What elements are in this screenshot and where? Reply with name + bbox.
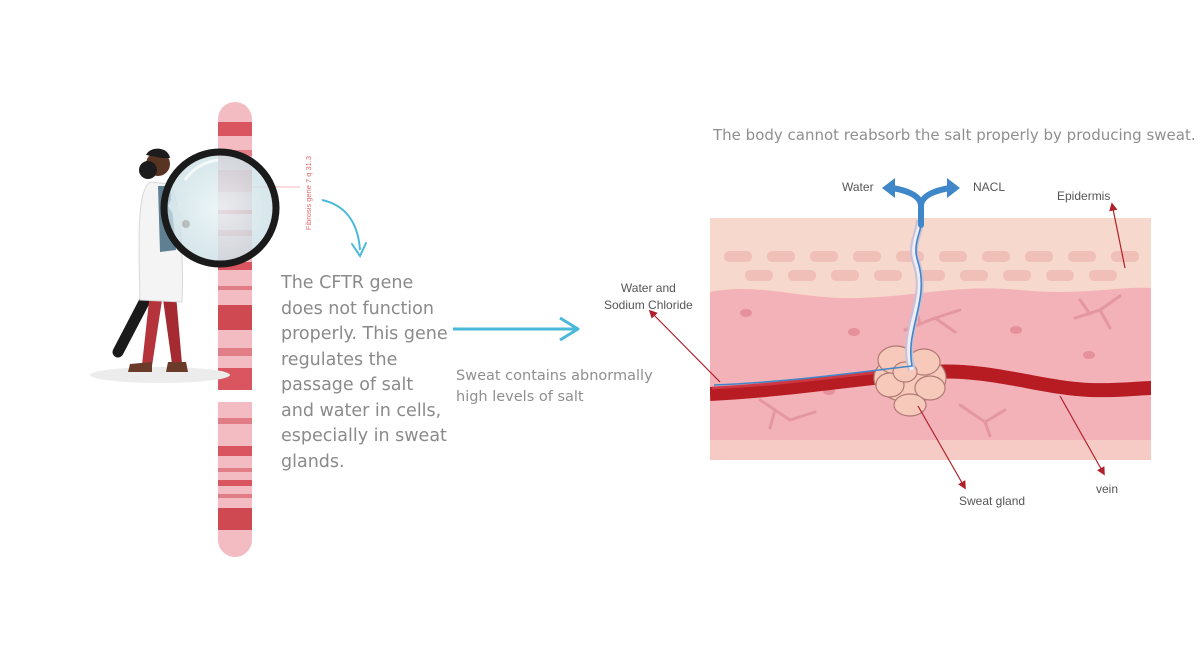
- sodium-chloride-line: Sodium Chloride: [604, 298, 693, 312]
- diagram-headline: The body cannot reabsorb the salt proper…: [713, 126, 1196, 144]
- nacl-label: NACL: [973, 180, 1006, 194]
- right-arrow-icon: [453, 316, 580, 342]
- sweat-gland-label: Sweat gland: [959, 494, 1026, 508]
- epidermis-label: Epidermis: [1057, 189, 1111, 203]
- water-label: Water: [842, 180, 874, 194]
- cftr-gene-description: The CFTR gene does not function properly…: [281, 273, 448, 472]
- scientist-illustration: [90, 148, 280, 383]
- sweat-salt-text: Sweat contains abnormally high levels of…: [456, 368, 653, 405]
- label-pointers: [648, 202, 1126, 490]
- skin-cross-section: [710, 178, 1151, 460]
- outflow-arrows-icon: [889, 185, 953, 228]
- gene-tag-label: Fibrosis gene 7 q 31.3: [304, 156, 313, 230]
- curved-arrow-icon: [321, 199, 367, 259]
- vein-label: vein: [1096, 482, 1119, 496]
- water-and-line: Water and: [620, 281, 676, 295]
- water-sodium-chloride-label: Water and Sodium Chloride: [604, 280, 693, 314]
